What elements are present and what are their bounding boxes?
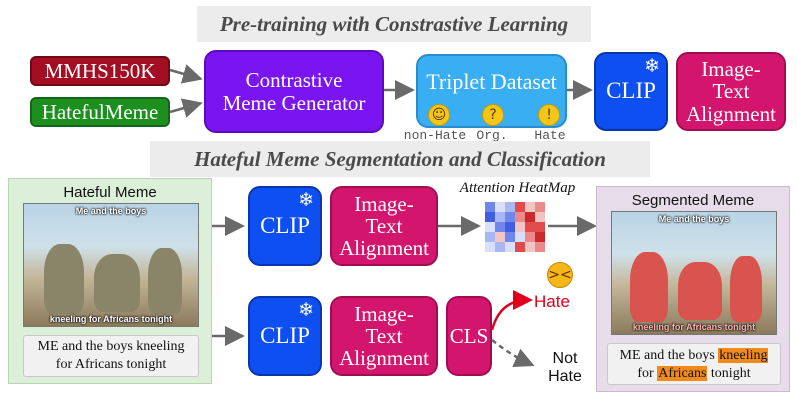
caption-part: tonight bbox=[707, 366, 751, 381]
heatmap-cell bbox=[505, 202, 515, 212]
heatmap-cell bbox=[505, 212, 515, 222]
caption-part: ME and the boys bbox=[619, 348, 719, 363]
clip-box-seg: CLIP ❄ bbox=[248, 186, 322, 266]
not-hate-output-label: Not Hate bbox=[548, 350, 582, 385]
caption-part: for bbox=[637, 366, 658, 381]
segmented-soldier-shape bbox=[630, 252, 668, 322]
thinking-emoji-icon: ? bbox=[482, 104, 504, 126]
clip-box-cls: CLIP ❄ bbox=[248, 296, 322, 376]
heatmap-cell bbox=[515, 202, 525, 212]
heatmap-cell bbox=[535, 232, 545, 242]
clip-label: CLIP bbox=[606, 78, 656, 104]
segmented-meme-image: Me and the boys kneeling for Africans to… bbox=[611, 211, 777, 335]
clip-label: CLIP bbox=[260, 212, 310, 238]
heatmap-cell bbox=[485, 202, 495, 212]
snowflake-icon: ❄ bbox=[298, 300, 314, 321]
image-text-alignment-box-seg: Image-Text Alignment bbox=[330, 186, 438, 266]
arrow-mmhs-to-generator bbox=[169, 64, 203, 84]
clip-label: CLIP bbox=[260, 322, 310, 348]
triplet-dataset-title: Triplet Dataset bbox=[426, 69, 557, 94]
smile-emoji-icon: ☺ bbox=[428, 104, 450, 126]
snowflake-icon: ❄ bbox=[298, 190, 314, 211]
attention-heatmap bbox=[485, 202, 545, 252]
heatmap-cell bbox=[495, 242, 505, 252]
heatmap-cell bbox=[515, 242, 525, 252]
caption-highlight: Africans bbox=[657, 366, 708, 381]
top-section-title: Pre-training with Constrastive Learning bbox=[197, 6, 591, 42]
angry-emoji-icon: >< bbox=[547, 262, 573, 288]
heatmap-cell bbox=[495, 212, 505, 222]
heatmap-cell bbox=[515, 232, 525, 242]
heatmap-cell bbox=[485, 232, 495, 242]
segmented-meme-caption: ME and the boys kneeling for Africans to… bbox=[607, 343, 781, 385]
image-text-alignment-box-cls: Image-Text Alignment bbox=[330, 296, 438, 376]
meme-top-text: Me and the boys bbox=[75, 206, 147, 216]
heatmap-cell bbox=[525, 242, 535, 252]
segmented-meme-panel-title: Segmented Meme bbox=[631, 192, 755, 209]
arrow-cls-to-hate bbox=[490, 290, 533, 331]
hateful-meme-image: Me and the boys kneeling for Africans to… bbox=[23, 203, 199, 327]
heatmap-cell bbox=[525, 212, 535, 222]
arrow-hateful-to-generator bbox=[169, 98, 203, 118]
triplet-label-non-hate: non-Hate bbox=[403, 128, 467, 143]
heatmap-cell bbox=[505, 232, 515, 242]
heatmap-cell bbox=[515, 212, 525, 222]
meme-bottom-text: kneeling for Africans tonight bbox=[632, 322, 756, 332]
triplet-label-hate: Hate bbox=[534, 128, 566, 143]
hateful-meme-panel-title: Hateful Meme bbox=[63, 184, 157, 201]
snowflake-icon: ❄ bbox=[644, 56, 660, 77]
heatmap-cell bbox=[525, 222, 535, 232]
triplet-label-org: Org. bbox=[476, 128, 508, 143]
caption-highlight: kneeling bbox=[718, 348, 769, 363]
heatmap-cell bbox=[535, 242, 545, 252]
attention-heatmap-label: Attention HeatMap bbox=[459, 180, 576, 196]
hateful-meme-panel: Hateful Meme Me and the boys kneeling fo… bbox=[8, 178, 212, 384]
clip-box-top: CLIP ❄ bbox=[594, 52, 668, 131]
hate-output-label: Hate bbox=[534, 292, 570, 311]
heatmap-cell bbox=[525, 202, 535, 212]
triplet-dataset-box: Triplet Dataset ☺ ? ! bbox=[416, 54, 567, 128]
meme-bottom-text: kneeling for Africans tonight bbox=[49, 314, 173, 324]
heatmap-cell bbox=[535, 222, 545, 232]
segmented-soldier-shape bbox=[678, 262, 722, 320]
heatmap-cell bbox=[515, 222, 525, 232]
scream-emoji-icon: ! bbox=[538, 104, 560, 126]
mmhs150k-box: MMHS150K bbox=[30, 56, 170, 86]
heatmap-cell bbox=[535, 202, 545, 212]
heatmap-cell bbox=[505, 242, 515, 252]
cls-box: CLS bbox=[446, 296, 492, 376]
heatmap-cell bbox=[485, 212, 495, 222]
heatmap-cell bbox=[525, 232, 535, 242]
hatefulmeme-box: HatefulMeme bbox=[30, 97, 170, 127]
heatmap-cell bbox=[485, 222, 495, 232]
soldier-shape bbox=[44, 244, 84, 314]
image-text-alignment-box-top: Image-Text Alignment bbox=[676, 52, 786, 131]
soldier-shape bbox=[94, 254, 140, 312]
meme-top-text: Me and the boys bbox=[658, 214, 730, 224]
heatmap-cell bbox=[535, 212, 545, 222]
heatmap-cell bbox=[505, 222, 515, 232]
arrow-cls-to-not-hate bbox=[491, 339, 535, 368]
segmented-meme-panel: Segmented Meme Me and the boys kneeling … bbox=[596, 186, 790, 392]
hateful-meme-caption: ME and the boys kneeling for Africans to… bbox=[23, 335, 199, 377]
heatmap-cell bbox=[495, 222, 505, 232]
soldier-shape bbox=[148, 248, 182, 314]
contrastive-meme-generator-box: Contrastive Meme Generator bbox=[204, 50, 384, 133]
heatmap-cell bbox=[485, 242, 495, 252]
heatmap-cell bbox=[495, 202, 505, 212]
segmented-soldier-shape bbox=[730, 256, 762, 322]
bottom-section-title: Hateful Meme Segmentation and Classifica… bbox=[150, 141, 650, 177]
heatmap-cell bbox=[495, 232, 505, 242]
